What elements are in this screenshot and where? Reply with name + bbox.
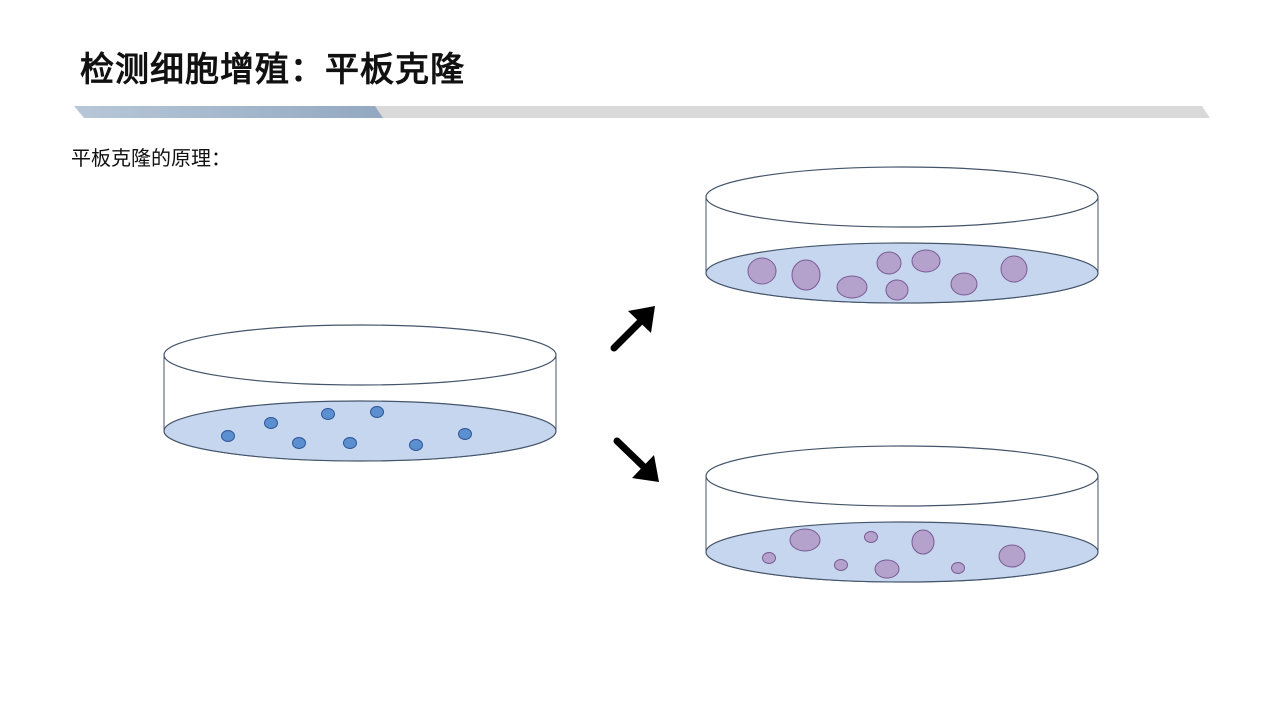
colony <box>836 275 868 299</box>
large-colonies-dish <box>705 166 1099 304</box>
title-bar-grey-segment <box>370 106 1210 118</box>
dish-rim <box>705 445 1099 507</box>
small-colonies <box>762 528 1026 579</box>
colony <box>874 559 900 579</box>
cell <box>264 417 278 429</box>
colony <box>950 272 978 296</box>
section-subtitle: 平板克隆的原理： <box>71 146 231 170</box>
seeded-cells-dish <box>163 324 557 462</box>
small-colonies-dish <box>705 445 1099 583</box>
colony <box>911 249 941 273</box>
title-bar-blue-segment <box>74 106 383 118</box>
colony <box>998 544 1026 568</box>
dish-rim <box>705 166 1099 228</box>
dish-rim <box>163 324 557 386</box>
cell <box>343 437 357 449</box>
colony <box>791 259 821 291</box>
colony <box>762 552 776 564</box>
arrow-down-right <box>613 437 659 482</box>
colony <box>951 562 965 574</box>
dish-medium <box>705 521 1099 583</box>
cell <box>321 408 335 420</box>
cell <box>458 428 472 440</box>
cell <box>221 430 235 442</box>
seeded-cells <box>221 406 472 451</box>
slide-title: 检测细胞增殖：平板克隆 <box>80 50 465 90</box>
large-colonies <box>747 249 1028 301</box>
title-underline-bar <box>74 106 1210 118</box>
colony <box>885 279 909 301</box>
colony <box>911 529 935 555</box>
colony <box>876 251 902 275</box>
colony <box>834 559 848 571</box>
cell <box>292 437 306 449</box>
arrow-up-right <box>610 306 655 352</box>
colony <box>1000 255 1028 283</box>
colony <box>789 528 821 552</box>
cell <box>370 406 384 418</box>
colony <box>864 531 878 543</box>
cell <box>409 439 423 451</box>
dish-medium <box>163 400 557 462</box>
colony <box>747 257 777 285</box>
